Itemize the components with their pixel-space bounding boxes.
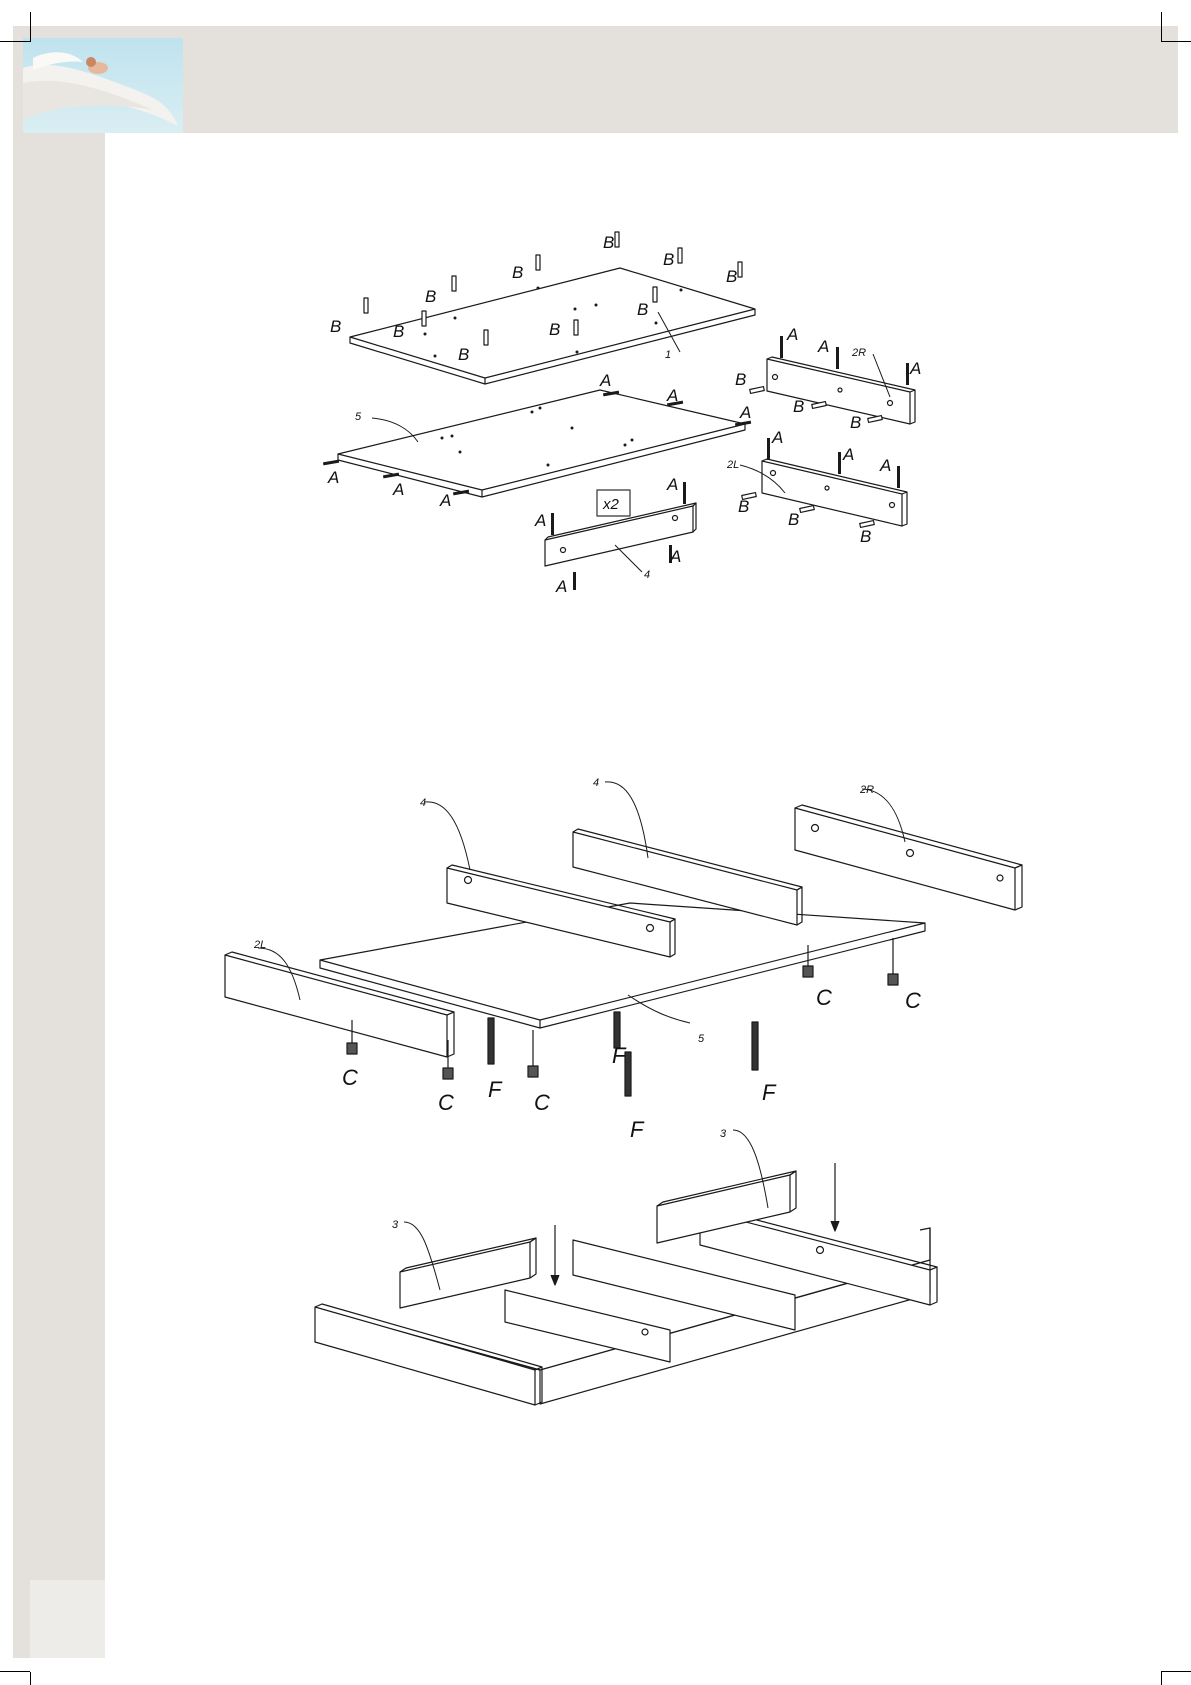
label-a: A [327, 468, 339, 487]
label-c: C [342, 1065, 358, 1090]
label-a: A [534, 511, 546, 530]
end-panel-right [767, 354, 915, 424]
label-a: A [879, 456, 891, 475]
label-c: C [816, 985, 832, 1010]
label-b: B [726, 267, 737, 286]
label-a: A [666, 386, 678, 405]
label-part-brace: 3 [392, 1219, 399, 1231]
label-a: A [555, 577, 567, 596]
label-part-rail: 4 [593, 777, 599, 789]
rail-left-final [505, 1290, 670, 1362]
end-panel-right-assembled [795, 789, 1022, 910]
label-f: F [762, 1080, 777, 1105]
label-part-end-right: 2R [851, 347, 866, 359]
step-3-frame [315, 1130, 937, 1405]
label-b: B [850, 413, 861, 432]
label-b: B [330, 317, 341, 336]
label-part-end-left: 2L [726, 459, 739, 471]
label-part-top-panel: 1 [665, 349, 671, 361]
label-a: A [771, 428, 783, 447]
label-part-end-left: 2L [253, 939, 266, 951]
label-a: A [817, 337, 829, 356]
label-c: C [534, 1090, 550, 1115]
label-b: B [735, 370, 746, 389]
label-part-rail: 4 [420, 797, 426, 809]
label-b: B [788, 510, 799, 529]
label-a: A [842, 445, 854, 464]
label-b: B [603, 233, 614, 252]
label-b: B [549, 320, 560, 339]
label-b: B [458, 345, 469, 364]
label-a: A [439, 491, 451, 510]
label-part-rail: 4 [644, 569, 650, 581]
label-a: A [666, 475, 678, 494]
label-a: A [392, 480, 404, 499]
label-b: B [637, 300, 648, 319]
label-a: A [599, 371, 611, 390]
label-part-brace: 3 [720, 1128, 727, 1140]
label-b: B [793, 397, 804, 416]
step-1-parts [323, 232, 915, 590]
label-a: A [786, 325, 798, 344]
rail-right-assembled [573, 782, 802, 925]
label-b: B [425, 287, 436, 306]
label-b: B [663, 250, 674, 269]
label-f: F [612, 1043, 627, 1068]
label-c: C [438, 1090, 454, 1115]
label-b: B [512, 263, 523, 282]
label-b: B [393, 322, 404, 341]
label-f: F [488, 1077, 503, 1102]
label-a: A [669, 547, 681, 566]
label-a: A [909, 359, 921, 378]
label-b: B [738, 497, 749, 516]
brace-right [657, 1130, 796, 1243]
label-a: A [739, 403, 751, 422]
label-part-bottom-panel: 5 [355, 411, 362, 423]
label-c: C [905, 988, 921, 1013]
label-part-bottom-panel: 5 [698, 1033, 705, 1045]
label-f: F [630, 1117, 645, 1142]
label-quantity: x2 [602, 496, 620, 513]
label-part-end-right: 2R [859, 784, 874, 796]
label-b: B [860, 527, 871, 546]
